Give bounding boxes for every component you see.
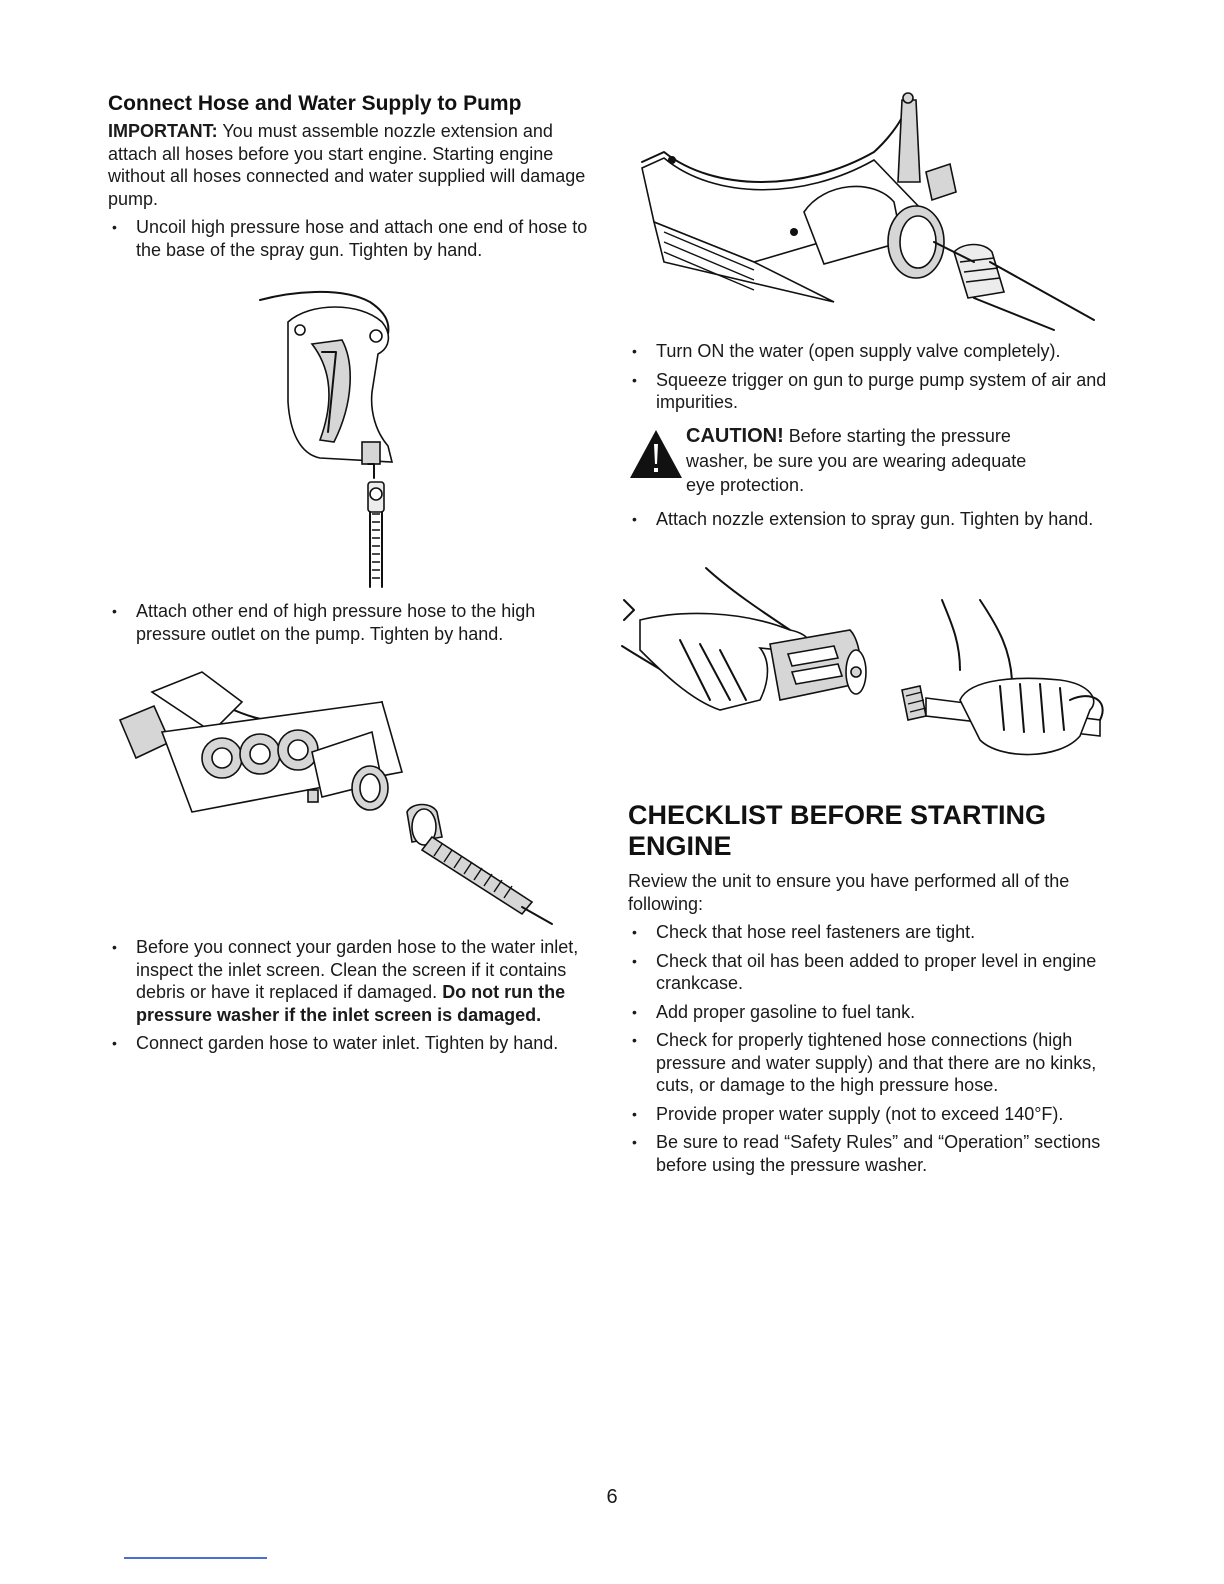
checklist-list: Check that hose reel fasteners are tight… xyxy=(628,921,1128,1176)
inlet-screen-text: Before you connect your garden hose to t… xyxy=(136,937,579,1002)
bullet-list-5: Attach nozzle extension to spray gun. Ti… xyxy=(628,508,1128,531)
list-item: Attach nozzle extension to spray gun. Ti… xyxy=(628,508,1128,531)
right-bullets-2: Attach nozzle extension to spray gun. Ti… xyxy=(628,508,1128,537)
list-item: Squeeze trigger on gun to purge pump sys… xyxy=(628,369,1128,414)
list-item: Be sure to read “Safety Rules” and “Oper… xyxy=(628,1131,1128,1176)
list-item: Uncoil high pressure hose and attach one… xyxy=(108,216,598,261)
checklist-heading: CHECKLIST BEFORE STARTING ENGINE xyxy=(628,800,1128,862)
important-label: IMPORTANT: xyxy=(108,121,218,141)
caution-word: CAUTION! xyxy=(686,425,784,447)
caution-line-3: eye protection. xyxy=(686,475,805,495)
left-column: Connect Hose and Water Supply to Pump IM… xyxy=(108,92,598,267)
important-text: You must assemble nozzle extension and a… xyxy=(108,121,586,209)
list-item: Add proper gasoline to fuel tank. xyxy=(628,1001,1128,1024)
list-item: Before you connect your garden hose to t… xyxy=(108,936,598,1026)
list-item: Check that oil has been added to proper … xyxy=(628,950,1128,995)
checklist-heading-line-1: CHECKLIST BEFORE STARTING xyxy=(628,800,1046,830)
caution-notice: CAUTION! Before starting the pressure wa… xyxy=(628,424,1108,498)
left-column-bullet-2: Attach other end of high pressure hose t… xyxy=(108,600,598,651)
page-number: 6 xyxy=(606,1486,618,1508)
pump-inlet-illustration xyxy=(634,92,1114,332)
checklist-heading-line-2: ENGINE xyxy=(628,831,732,861)
caution-line-1: Before starting the pressure xyxy=(783,426,1011,446)
list-item: Check that hose reel fasteners are tight… xyxy=(628,921,1128,944)
checklist-intro: Review the unit to ensure you have perfo… xyxy=(628,871,1070,914)
list-item: Attach other end of high pressure hose t… xyxy=(108,600,598,645)
important-paragraph: IMPORTANT: You must assemble nozzle exte… xyxy=(108,120,598,210)
section-heading-connect-hose: Connect Hose and Water Supply to Pump xyxy=(108,92,522,115)
bullet-list-3: Before you connect your garden hose to t… xyxy=(108,936,598,1055)
checklist-section: CHECKLIST BEFORE STARTING ENGINE Review … xyxy=(628,800,1128,1182)
list-item: Turn ON the water (open supply valve com… xyxy=(628,340,1128,363)
left-column-bullet-3: Before you connect your garden hose to t… xyxy=(108,936,598,1061)
spray-gun-illustration xyxy=(250,282,450,592)
list-item: Connect garden hose to water inlet. Tigh… xyxy=(108,1032,598,1055)
nozzle-extension-illustration xyxy=(620,560,1120,770)
footer-divider xyxy=(124,1557,267,1559)
bullet-list-4: Turn ON the water (open supply valve com… xyxy=(628,340,1128,414)
caution-line-2: washer, be sure you are wearing adequate xyxy=(686,450,1027,471)
list-item: Provide proper water supply (not to exce… xyxy=(628,1103,1128,1126)
warning-triangle-icon xyxy=(630,430,682,478)
caution-text: CAUTION! Before starting the pressure wa… xyxy=(686,424,1108,498)
right-bullets-1: Turn ON the water (open supply valve com… xyxy=(628,340,1128,420)
bullet-list-1: Uncoil high pressure hose and attach one… xyxy=(108,216,598,261)
pump-outlet-illustration xyxy=(112,662,582,932)
bullet-list-2: Attach other end of high pressure hose t… xyxy=(108,600,598,645)
list-item: Check for properly tightened hose connec… xyxy=(628,1029,1128,1097)
inlet-screen-warning: Do not run the pressure washer if the in… xyxy=(136,982,566,1025)
